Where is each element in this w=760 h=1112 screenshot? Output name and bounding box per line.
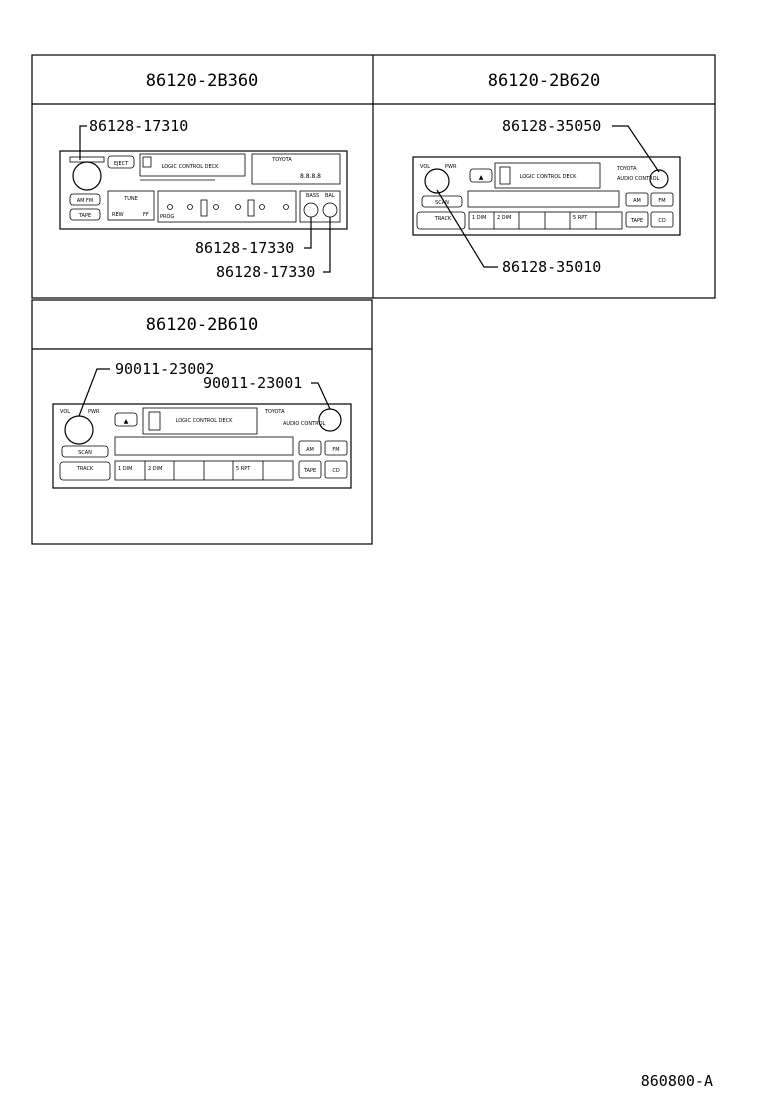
svg-text:FM: FM <box>332 447 339 453</box>
fm-button <box>650 192 674 207</box>
volume-knob-icon <box>72 161 102 191</box>
svg-text:PWR: PWR <box>88 409 100 415</box>
am-button <box>625 192 649 207</box>
scan-button <box>61 445 109 458</box>
tape-button <box>298 460 322 479</box>
svg-text:EJECT: EJECT <box>114 161 129 167</box>
audio-control-knob-icon <box>649 169 669 189</box>
svg-text:TOYOTA: TOYOTA <box>271 157 292 163</box>
svg-text:5 RPT: 5 RPT <box>573 215 588 221</box>
svg-text:▲: ▲ <box>479 174 484 181</box>
callout-86128-35010: 86128-35010 <box>502 258 601 276</box>
svg-text:AM: AM <box>633 198 641 204</box>
svg-text:2 DIM: 2 DIM <box>497 215 511 221</box>
svg-text:CD: CD <box>332 468 339 474</box>
svg-text:LOGIC CONTROL DECK: LOGIC CONTROL DECK <box>520 174 577 180</box>
svg-text:▲: ▲ <box>124 418 129 425</box>
svg-text:FM: FM <box>658 198 665 204</box>
svg-text:8.8.8.8: 8.8.8.8 <box>300 173 321 180</box>
top-table <box>31 54 716 299</box>
svg-text:BASS: BASS <box>306 193 319 199</box>
cassette-slot <box>142 407 258 435</box>
svg-text:5 RPT: 5 RPT <box>236 466 251 472</box>
scan-button <box>421 195 463 208</box>
panel-header-3: 86120-2B610 <box>146 315 259 335</box>
svg-text:TOYOTA: TOYOTA <box>616 166 637 172</box>
svg-text:REW: REW <box>112 212 124 218</box>
svg-text:TUNE: TUNE <box>123 196 138 202</box>
display-window <box>251 153 341 185</box>
unit-1-faceplate <box>59 150 348 230</box>
am-fm-button <box>69 193 101 206</box>
unit-2-faceplate <box>412 156 681 236</box>
panel-header-2: 86120-2B620 <box>488 71 601 91</box>
svg-text:PROG: PROG <box>160 214 174 220</box>
diagram-code: 860800-A <box>641 1072 713 1090</box>
svg-text:AUDIO CONTROL: AUDIO CONTROL <box>617 176 660 182</box>
svg-text:SCAN: SCAN <box>435 200 449 206</box>
cd-button <box>324 460 348 479</box>
audio-control-knob-icon <box>318 408 342 432</box>
eject-button <box>114 412 138 427</box>
preset-button-row <box>468 211 623 230</box>
volume-knob-icon <box>424 168 450 194</box>
bass-treble-knob-icon <box>303 202 319 218</box>
callout-90011-23001: 90011-23001 <box>203 374 302 392</box>
unit-3-faceplate <box>52 403 352 489</box>
svg-text:VOL: VOL <box>60 409 70 415</box>
tape-button <box>69 208 101 221</box>
track-tune-rocker <box>59 461 111 481</box>
cassette-slot <box>494 162 601 189</box>
track-tune-rocker <box>416 211 466 230</box>
svg-text:TAPE: TAPE <box>78 213 91 219</box>
eject-button <box>107 155 135 169</box>
svg-text:1 DIM: 1 DIM <box>472 215 486 221</box>
cassette-slot <box>139 153 246 177</box>
callout-86128-17330-a: 86128-17330 <box>195 239 294 257</box>
callout-86128-35050: 86128-35050 <box>502 117 601 135</box>
panel-header-1: 86120-2B360 <box>146 71 259 91</box>
svg-text:TRACK: TRACK <box>76 466 94 472</box>
am-button <box>298 440 322 456</box>
svg-text:PWR: PWR <box>445 164 457 170</box>
tape-button <box>625 211 649 228</box>
callout-86128-17310: 86128-17310 <box>89 117 188 135</box>
radio-unit-1: EJECT LOGIC CONTROL DECK TOYOTA 8.8.8.8 … <box>59 150 348 230</box>
svg-text:VOL: VOL <box>420 164 430 170</box>
svg-text:BAL: BAL <box>325 193 335 199</box>
svg-text:AM: AM <box>306 447 314 453</box>
callout-90011-23002: 90011-23002 <box>115 360 214 378</box>
svg-text:LOGIC CONTROL DECK: LOGIC CONTROL DECK <box>176 418 233 424</box>
svg-text:LOGIC CONTROL DECK: LOGIC CONTROL DECK <box>162 164 219 170</box>
cd-slot <box>114 436 294 456</box>
svg-text:TRACK: TRACK <box>434 216 452 222</box>
cd-button <box>650 211 674 228</box>
balance-fade-knob-icon <box>322 202 338 218</box>
svg-text:TAPE: TAPE <box>303 468 316 474</box>
cd-slot <box>467 190 620 208</box>
eject-button <box>469 168 493 183</box>
bottom-table <box>31 299 373 545</box>
callout-86128-17330-b: 86128-17330 <box>216 263 315 281</box>
svg-text:FF: FF <box>143 212 149 218</box>
preset-button-row <box>157 190 297 223</box>
radio-unit-3: VOL PWR ▲ LOGIC CONTROL DECK TOYOTA AUDI… <box>52 403 352 489</box>
radio-unit-2: VOL PWR ▲ LOGIC CONTROL DECK TOYOTA AUDI… <box>412 156 681 236</box>
svg-text:2 DIM: 2 DIM <box>148 466 162 472</box>
svg-text:AUDIO CONTROL: AUDIO CONTROL <box>283 421 326 427</box>
fm-button <box>324 440 348 456</box>
svg-text:1 DIM: 1 DIM <box>118 466 132 472</box>
volume-knob-icon <box>64 415 94 445</box>
svg-text:TOYOTA: TOYOTA <box>264 409 285 415</box>
svg-text:TAPE: TAPE <box>630 218 643 224</box>
svg-text:AM FM: AM FM <box>77 198 94 204</box>
svg-text:CD: CD <box>658 218 665 224</box>
tune-rocker <box>107 190 155 221</box>
svg-text:SCAN: SCAN <box>78 450 92 456</box>
